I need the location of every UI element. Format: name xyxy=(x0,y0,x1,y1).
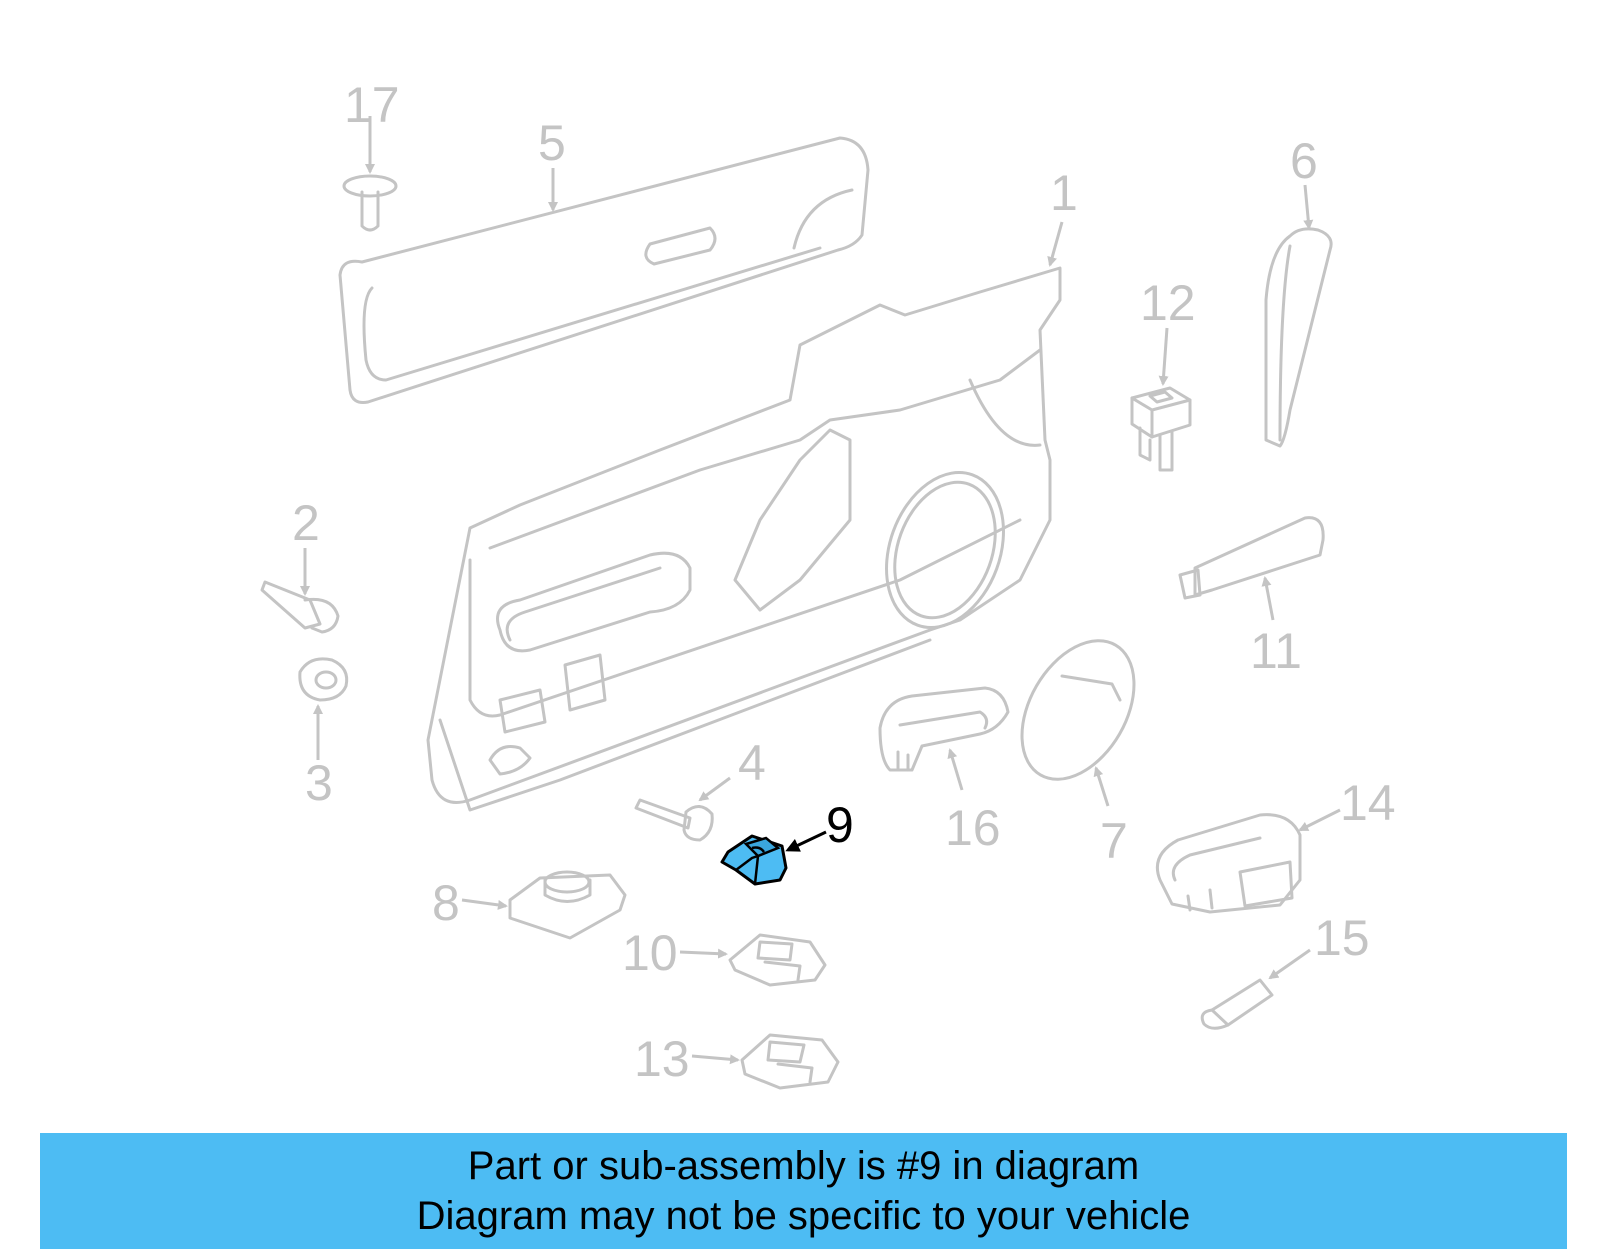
callout-1: 1 xyxy=(1050,165,1078,221)
callout-8: 8 xyxy=(432,875,460,931)
part-10-switch xyxy=(679,933,827,987)
part-15-bulb xyxy=(1200,948,1311,1030)
callout-5: 5 xyxy=(538,115,566,171)
part-5-upper-trim xyxy=(338,136,870,404)
part-14-handle-assembly xyxy=(1155,808,1341,914)
callout-10: 10 xyxy=(622,925,678,981)
part-1-door-panel xyxy=(426,221,1064,812)
banner-line-1: Part or sub-assembly is #9 in diagram xyxy=(467,1144,1140,1188)
part-11-handle xyxy=(1178,516,1325,621)
callout-2: 2 xyxy=(292,495,320,551)
part-8-housing xyxy=(461,870,627,940)
part-4-bolt xyxy=(634,776,731,842)
callout-15: 15 xyxy=(1314,910,1370,966)
banner-line-2: Diagram may not be specific to your vehi… xyxy=(416,1194,1191,1238)
callout-12: 12 xyxy=(1140,275,1196,331)
part-7-cover xyxy=(1020,639,1136,807)
callout-17: 17 xyxy=(344,77,400,133)
info-banner: Part or sub-assembly is #9 in diagram Di… xyxy=(40,1133,1567,1249)
callout-9: 9 xyxy=(826,797,854,853)
callout-4: 4 xyxy=(738,735,766,791)
part-2-retainer xyxy=(260,548,340,634)
part-17-clip xyxy=(342,116,398,232)
callout-7: 7 xyxy=(1100,813,1128,869)
callout-14: 14 xyxy=(1340,775,1396,831)
callout-16: 16 xyxy=(945,800,1001,856)
callout-11: 11 xyxy=(1250,623,1302,679)
part-13-switch xyxy=(691,1033,840,1090)
part-16-bezel xyxy=(878,686,1010,791)
callout-13: 13 xyxy=(634,1031,690,1087)
part-3-grommet xyxy=(298,657,349,760)
part-12-switch xyxy=(1130,327,1192,472)
callout-3: 3 xyxy=(305,755,333,811)
part-9-highlighted xyxy=(720,830,827,886)
callout-6: 6 xyxy=(1290,133,1318,189)
part-6-molding xyxy=(1264,184,1333,448)
